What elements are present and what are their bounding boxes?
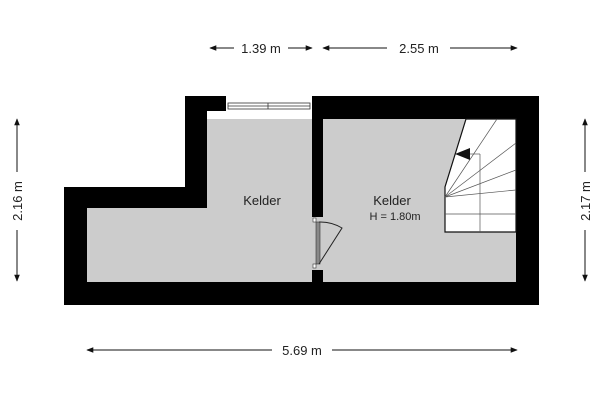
room-height-right: H = 1.80m: [369, 211, 420, 223]
window: [207, 101, 312, 119]
room-label-right: Kelder: [373, 193, 411, 208]
dim-left: 2.16 m: [10, 181, 25, 221]
stairs: [444, 118, 517, 233]
dim-top-left: 1.39 m: [241, 41, 281, 56]
dim-top-right: 2.55 m: [399, 41, 439, 56]
stairs-direction-arrow: [455, 148, 470, 160]
room-label-left: Kelder: [243, 193, 281, 208]
dim-bottom: 5.69 m: [282, 343, 322, 358]
door[interactable]: [312, 217, 343, 270]
floor-left-room: [87, 119, 312, 282]
dim-right: 2.17 m: [578, 181, 593, 221]
